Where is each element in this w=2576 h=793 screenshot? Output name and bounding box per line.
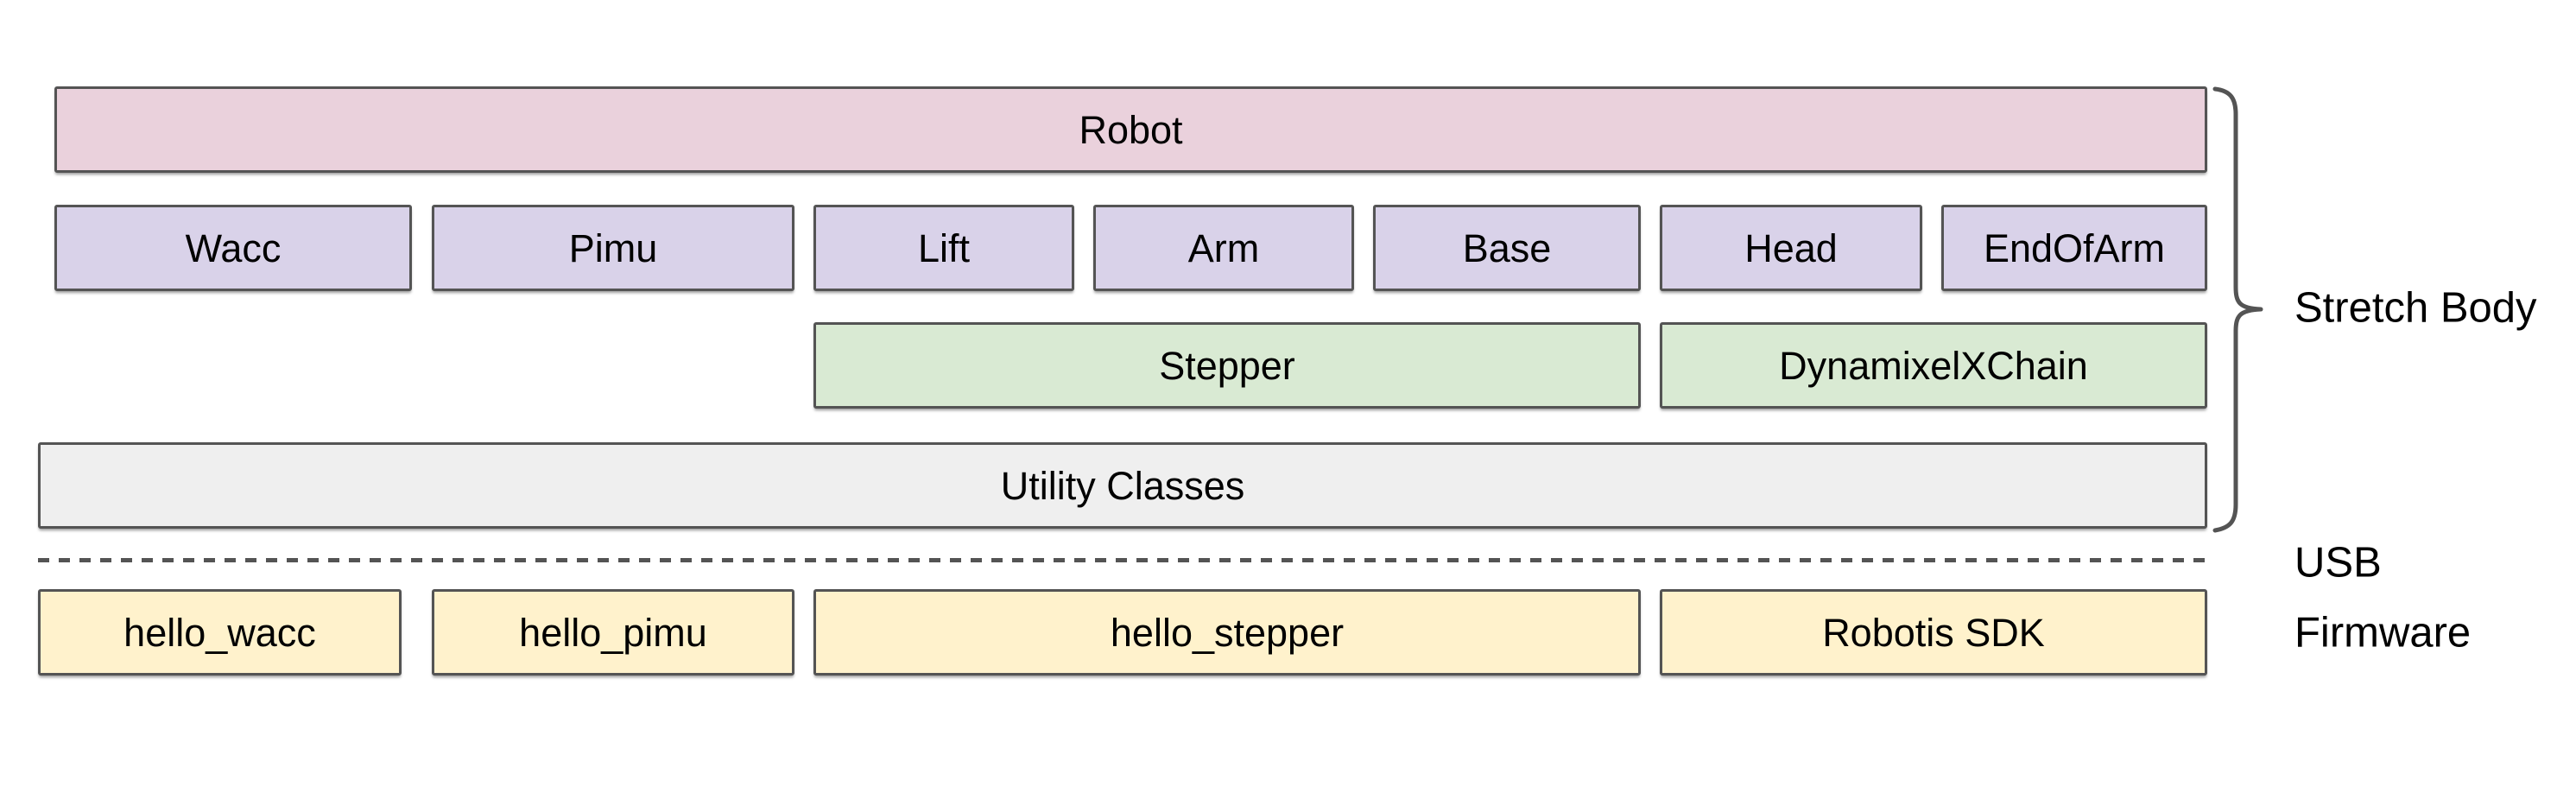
label-stretch-body: Stretch Body (2294, 284, 2537, 332)
box-lift: Lift (813, 205, 1074, 291)
box-pimu: Pimu (432, 205, 794, 291)
box-dynamixelxchain: DynamixelXChain (1660, 322, 2207, 409)
box-hello-pimu: hello_pimu (432, 589, 794, 676)
label-firmware: Firmware (2294, 609, 2472, 657)
box-arm: Arm (1093, 205, 1354, 291)
box-wacc: Wacc (54, 205, 412, 291)
box-robotis-sdk: Robotis SDK (1660, 589, 2207, 676)
box-base: Base (1373, 205, 1641, 291)
box-robot: Robot (54, 86, 2207, 173)
usb-divider-line (38, 558, 2207, 562)
box-hello-stepper: hello_stepper (813, 589, 1641, 676)
box-endofarm: EndOfArm (1941, 205, 2207, 291)
box-head: Head (1660, 205, 1922, 291)
box-utility-classes: Utility Classes (38, 442, 2207, 529)
box-stepper: Stepper (813, 322, 1641, 409)
stretch-body-brace (2212, 86, 2263, 533)
box-hello-wacc: hello_wacc (38, 589, 402, 676)
label-usb: USB (2294, 539, 2382, 587)
